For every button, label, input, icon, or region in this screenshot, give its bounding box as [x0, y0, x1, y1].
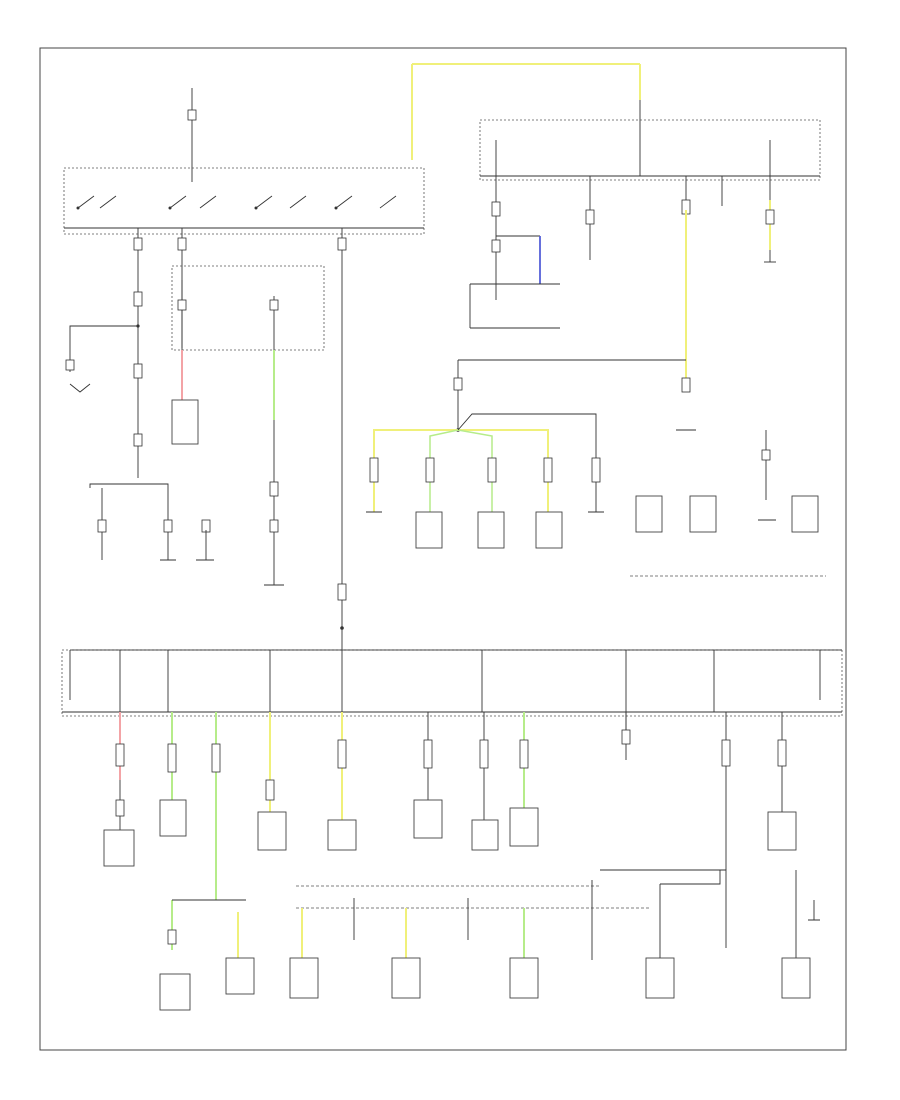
under-hood-splice-section — [366, 359, 686, 549]
ignition-switch-section — [63, 88, 425, 650]
connector — [187, 109, 197, 121]
diagram-frame — [39, 47, 847, 1051]
bottom-circuits — [159, 869, 820, 1011]
component-box — [171, 399, 199, 445]
under-dash-fuse-bus — [61, 583, 843, 740]
ignition-switch-box — [63, 167, 425, 235]
relay-group-right — [630, 377, 826, 577]
under-dash-fuse-box-upper — [171, 265, 325, 586]
left-column-circuit — [65, 291, 214, 561]
lower-circuits — [103, 712, 797, 900]
under-hood-fuse-section — [411, 63, 821, 380]
